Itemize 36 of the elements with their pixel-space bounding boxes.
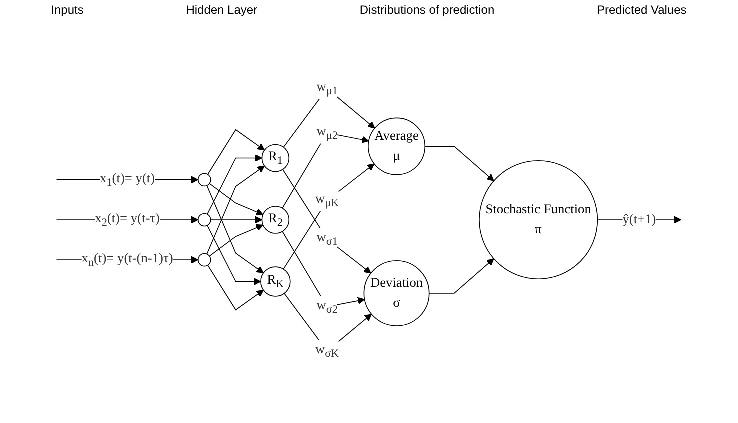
arrow [207, 154, 263, 215]
arrow [282, 231, 366, 308]
node-circle: R$_{1}$ [262, 144, 290, 172]
arrow [208, 129, 266, 176]
layer-heading: Inputs [51, 3, 84, 17]
arrow [209, 183, 264, 216]
arrow [210, 216, 263, 224]
node-circle: R$_{2}$ [262, 206, 290, 234]
arrow [209, 224, 264, 257]
node-circle: R$_{K}$ [260, 266, 291, 297]
node-circle: Stochastic Function π [479, 160, 598, 280]
edge-label: w$_{σK}$ [315, 342, 340, 360]
arrow [207, 225, 262, 286]
node-circle [198, 253, 212, 267]
layer-heading: Distributions of prediction [360, 3, 495, 17]
arrow [428, 258, 494, 294]
edge-label: ŷ(t+1) [622, 212, 656, 227]
edge-label: w$_{σ1}$ [316, 230, 338, 248]
layer-heading: Predicted Values [596, 3, 687, 17]
arrow [206, 185, 264, 274]
node-circle: Average μ [368, 118, 426, 176]
node-circle: Deviation σ [364, 260, 430, 326]
edge-label: x$_{2}$(t)= y(t-τ) [95, 212, 160, 228]
arrow [282, 132, 370, 209]
edge-label: w$_{μ1}$ [316, 80, 338, 98]
layer-heading: Hidden Layer [186, 3, 258, 17]
edge-label: w$_{μK}$ [315, 192, 340, 210]
edge-label: x$_{1}$(t)= y(t) [100, 172, 156, 188]
arrow [206, 166, 266, 255]
edge-label: w$_{μ2}$ [316, 124, 338, 142]
node-circle [198, 213, 212, 227]
arrow [208, 264, 264, 311]
edge-label: x$_{n}$(t)= y(t-(n-1)τ) [82, 252, 174, 268]
edge-label: w$_{σ2}$ [316, 298, 338, 316]
node-circle [198, 173, 212, 187]
arrow [424, 146, 494, 182]
